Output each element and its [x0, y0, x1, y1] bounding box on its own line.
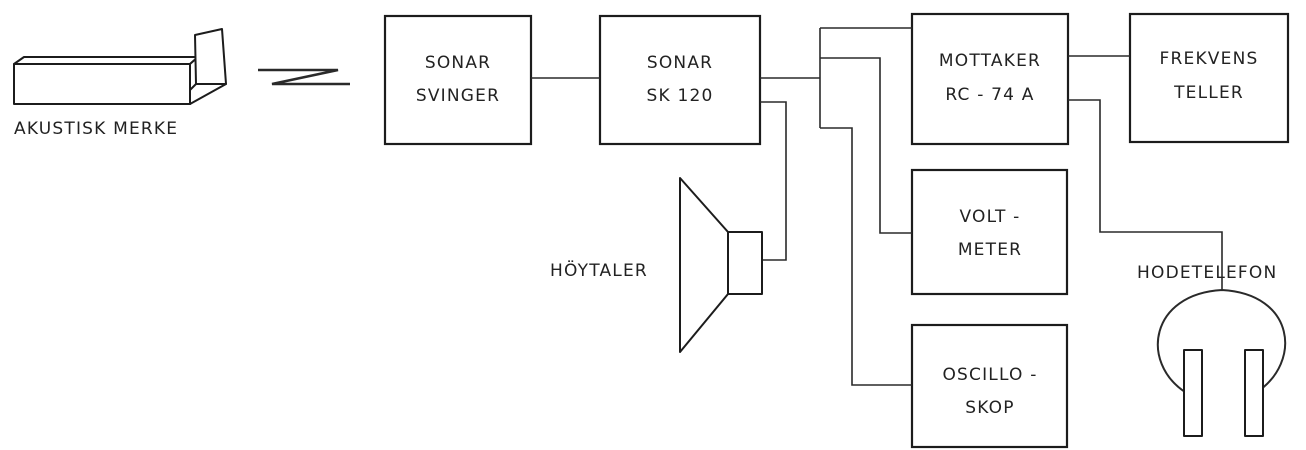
headphone-label: HODETELEFON — [1137, 263, 1277, 283]
block-voltmeter-line2: METER — [958, 240, 1022, 260]
block-receiver-line2: RC - 74 A — [945, 85, 1034, 105]
block-oscilloscope-line1: OSCILLO - — [942, 365, 1037, 385]
block-receiver: MOTTAKER RC - 74 A — [910, 12, 1070, 146]
block-sonar-sk120: SONAR SK 120 — [598, 14, 762, 146]
block-voltmeter: VOLT - METER — [910, 168, 1069, 296]
block-oscilloscope-line2: SKOP — [965, 398, 1014, 418]
block-frequency-counter-line2: TELLER — [1173, 83, 1244, 103]
acoustic-link-symbol — [258, 68, 350, 86]
block-receiver-line1: MOTTAKER — [939, 51, 1041, 71]
block-sonar-sk120-line2: SK 120 — [647, 86, 714, 106]
wire-to-oscilloscope — [820, 127, 912, 386]
block-frequency-counter: FREKVENS TELLER — [1128, 12, 1290, 144]
wire-to-voltmeter — [820, 57, 912, 234]
speaker-label: HÖYTALER — [550, 259, 648, 281]
headphone-icon — [1157, 288, 1287, 437]
block-frequency-counter-line1: FREKVENS — [1160, 49, 1259, 69]
connection-wires — [531, 27, 1223, 386]
block-voltmeter-line1: VOLT - — [960, 207, 1021, 227]
wire-receiver-headphone — [1068, 99, 1223, 290]
acoustic-marker-label: AKUSTISK MERKE — [14, 119, 178, 139]
acoustic-marker — [13, 28, 227, 105]
speaker-icon — [679, 177, 763, 353]
wire-sonar-speaker — [760, 101, 787, 261]
block-sonar-sk120-line1: SONAR — [647, 53, 713, 73]
block-oscilloscope: OSCILLO - SKOP — [910, 323, 1069, 449]
block-sonar-transducer: SONAR SVINGER — [383, 14, 533, 146]
block-sonar-transducer-line1: SONAR — [425, 53, 491, 73]
block-sonar-transducer-line2: SVINGER — [416, 86, 500, 106]
